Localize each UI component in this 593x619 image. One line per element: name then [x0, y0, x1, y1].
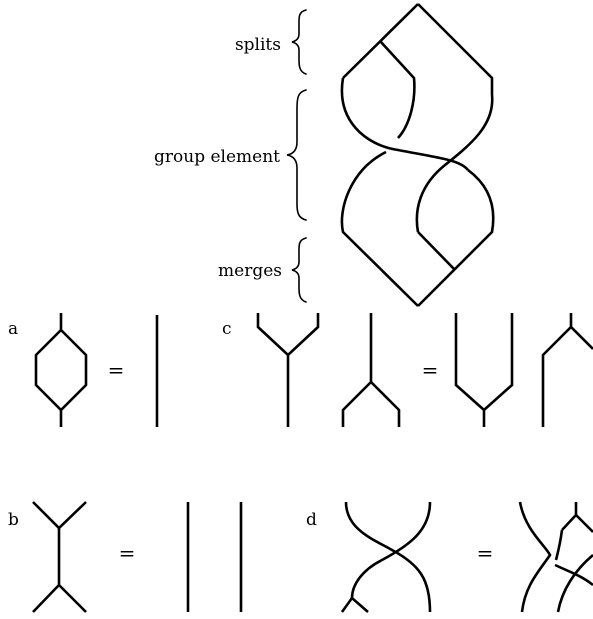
panel-d-split: [340, 596, 369, 613]
panel-a-equals: =: [108, 358, 125, 382]
panel-label-b: b: [8, 510, 19, 530]
panel-a-bubble: [34, 313, 88, 427]
panel-c-merge-split: [541, 313, 593, 427]
panel-d-rhs-cross: [554, 554, 593, 613]
panel-a: a =: [8, 313, 159, 427]
panel-c-merge: [256, 313, 320, 427]
main-lower-right: [417, 168, 495, 307]
main-strand-right: [415, 94, 494, 233]
main-split-outer: [342, 3, 494, 95]
label-group-element: group element: [154, 147, 280, 167]
main-merge-inner: [417, 231, 456, 271]
panel-label-c: c: [222, 319, 232, 339]
brace-group-element: [286, 89, 307, 221]
panel-d-strand-b: [350, 501, 432, 599]
main-diagram: [340, 3, 495, 307]
panel-b: b =: [8, 501, 243, 613]
panel-d-rhs-split: [554, 502, 593, 561]
brace-merges: [291, 237, 307, 303]
panel-d-equals: =: [477, 541, 494, 565]
panel-d-rhs-left: [518, 501, 552, 613]
panel-label-d: d: [306, 510, 317, 530]
main-lower-left: [340, 150, 419, 307]
panel-label-a: a: [8, 319, 18, 339]
panel-c: c =: [222, 313, 593, 427]
panel-d: d =: [306, 501, 593, 613]
label-merges: merges: [218, 261, 282, 281]
panel-c-split: [341, 313, 401, 427]
panel-d-strand-a: [344, 501, 432, 613]
label-splits: splits: [235, 35, 281, 55]
main-strand-left: [340, 77, 470, 171]
main-split-inner: [379, 40, 416, 139]
panel-c-equals: =: [422, 358, 439, 382]
panel-b-equals: =: [119, 541, 136, 565]
panel-c-split-merge: [454, 313, 514, 427]
panel-b-merge-split: [32, 501, 87, 613]
brace-splits: [291, 9, 307, 75]
